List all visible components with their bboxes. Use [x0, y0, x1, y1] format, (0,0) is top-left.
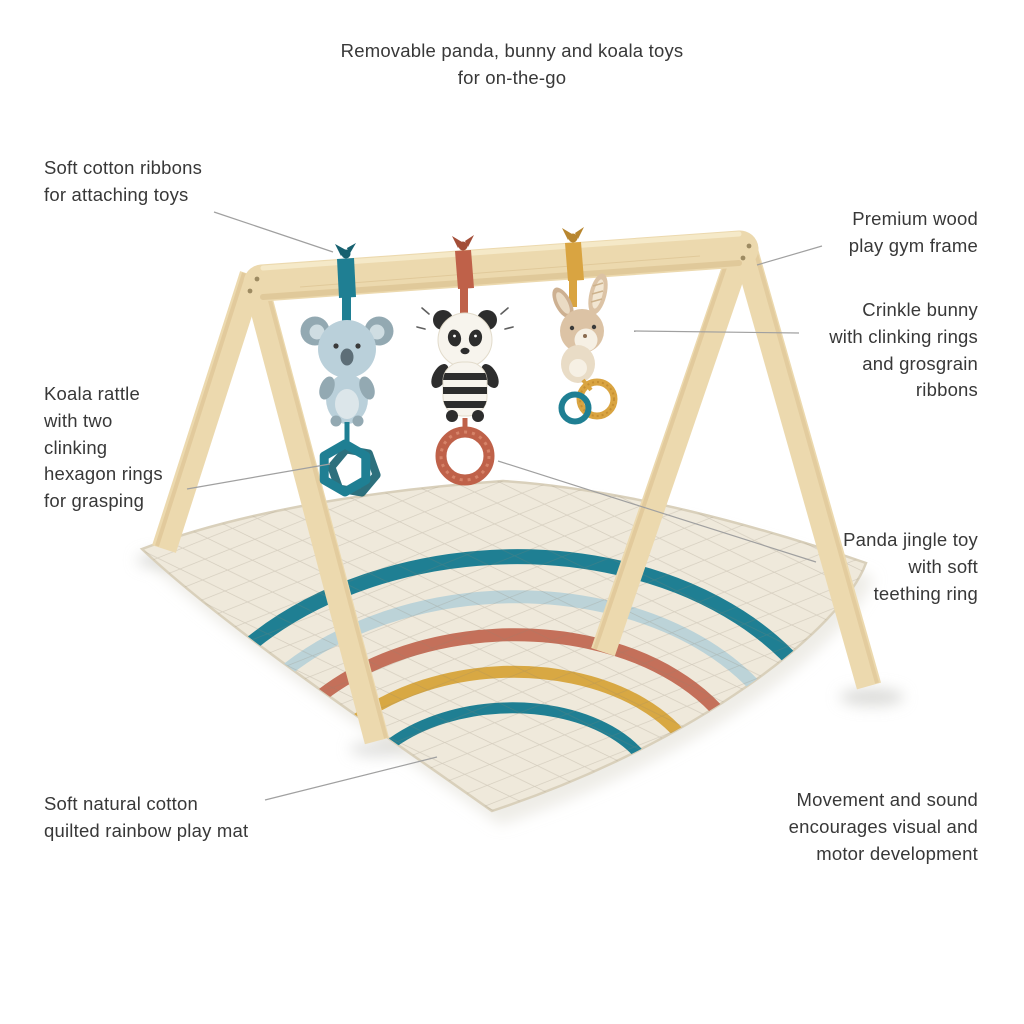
bunny-teal-ring — [558, 391, 592, 425]
koala-ribbon-knot — [341, 249, 351, 259]
screw-left-lower — [247, 288, 253, 294]
koala-hanging-strap — [342, 296, 351, 322]
left-front-leg — [152, 271, 264, 553]
screw-right-lower — [740, 255, 746, 261]
wood-crossbar — [243, 230, 759, 302]
callout-koala-rattle: Koala rattle with two clinking hexagon r… — [44, 383, 163, 512]
koala-ear-left-inner — [309, 324, 325, 340]
leader-line-mat — [264, 756, 438, 801]
callout-play-mat: Soft natural cotton quilted rainbow play… — [44, 793, 249, 841]
bunny-ear-left-inner — [556, 292, 570, 314]
left-back-leg — [242, 276, 390, 745]
koala-arm-left — [319, 376, 335, 400]
hexagon-ring-front — [319, 439, 371, 497]
leader-line-koala — [186, 463, 331, 490]
panda-ribbon-tail-right — [465, 235, 474, 247]
bunny-ear-stripes — [590, 282, 604, 303]
leader-line-ribbons — [213, 211, 334, 253]
panda-ribbon — [455, 250, 474, 289]
left-front-leg-edge — [155, 272, 246, 547]
bunny-belly — [569, 359, 587, 377]
bunny-gold-ring-texture — [579, 381, 615, 417]
bunny-hanging-strap — [569, 279, 577, 307]
crinkle-bunny-toy — [552, 227, 618, 425]
bunny-ribbon-tail-right — [575, 227, 584, 239]
bunny-ribbon-knot — [568, 233, 578, 243]
rainbow-play-mat — [139, 479, 868, 813]
koala-foot-left — [330, 415, 342, 427]
leader-line-frame — [756, 245, 823, 266]
screw-right-upper — [746, 243, 752, 249]
callout-panda-jingle: Panda jingle toy with soft teething ring — [843, 529, 978, 604]
leader-line-panda — [497, 460, 817, 563]
callout-removable-toys: Removable panda, bunny and koala toys fo… — [340, 40, 684, 88]
right-outer-leg — [731, 241, 882, 690]
koala-ear-right-inner — [369, 324, 385, 340]
leader-line-bunny — [633, 330, 800, 334]
teething-ring-texture — [439, 430, 491, 482]
callout-movement-sound: Movement and sound encourages visual and… — [788, 789, 978, 864]
right-outer-leg-edge — [751, 242, 879, 684]
callout-cotton-ribbons: Soft cotton ribbons for attaching toys — [44, 157, 203, 205]
quilt-stitching — [142, 481, 866, 811]
callout-leader-lines — [186, 211, 823, 801]
panda-hanging-strap — [460, 287, 468, 315]
koala-arm-right — [359, 376, 375, 400]
koala-belly — [335, 389, 359, 419]
callout-crinkle-bunny: Crinkle bunny with clinking rings and gr… — [829, 299, 978, 401]
wood-frame-legs — [152, 241, 882, 745]
bunny-face — [569, 324, 597, 338]
crossbar-grain — [299, 255, 701, 288]
screw-left-upper — [254, 276, 260, 282]
panda-foot-right — [472, 410, 484, 422]
panda-head — [437, 312, 493, 368]
panda-ribbon-knot — [458, 241, 468, 251]
right-inner-leg-edge — [593, 243, 735, 650]
panda-foot-left — [446, 410, 458, 422]
bunny-ribbon — [565, 242, 584, 281]
right-inner-leg — [591, 241, 754, 657]
koala-ribbon — [337, 258, 356, 298]
callout-wood-frame: Premium wood play gym frame — [848, 208, 978, 256]
koala-rattle-toy — [300, 243, 394, 497]
panda-body-stripes — [443, 373, 487, 408]
koala-foot-right — [352, 415, 364, 427]
panda-jingle-marks — [416, 307, 514, 330]
panda-face — [447, 329, 483, 355]
left-back-leg-edge — [262, 277, 388, 739]
panda-jingle-toy — [416, 235, 514, 486]
koala-face — [333, 343, 361, 366]
